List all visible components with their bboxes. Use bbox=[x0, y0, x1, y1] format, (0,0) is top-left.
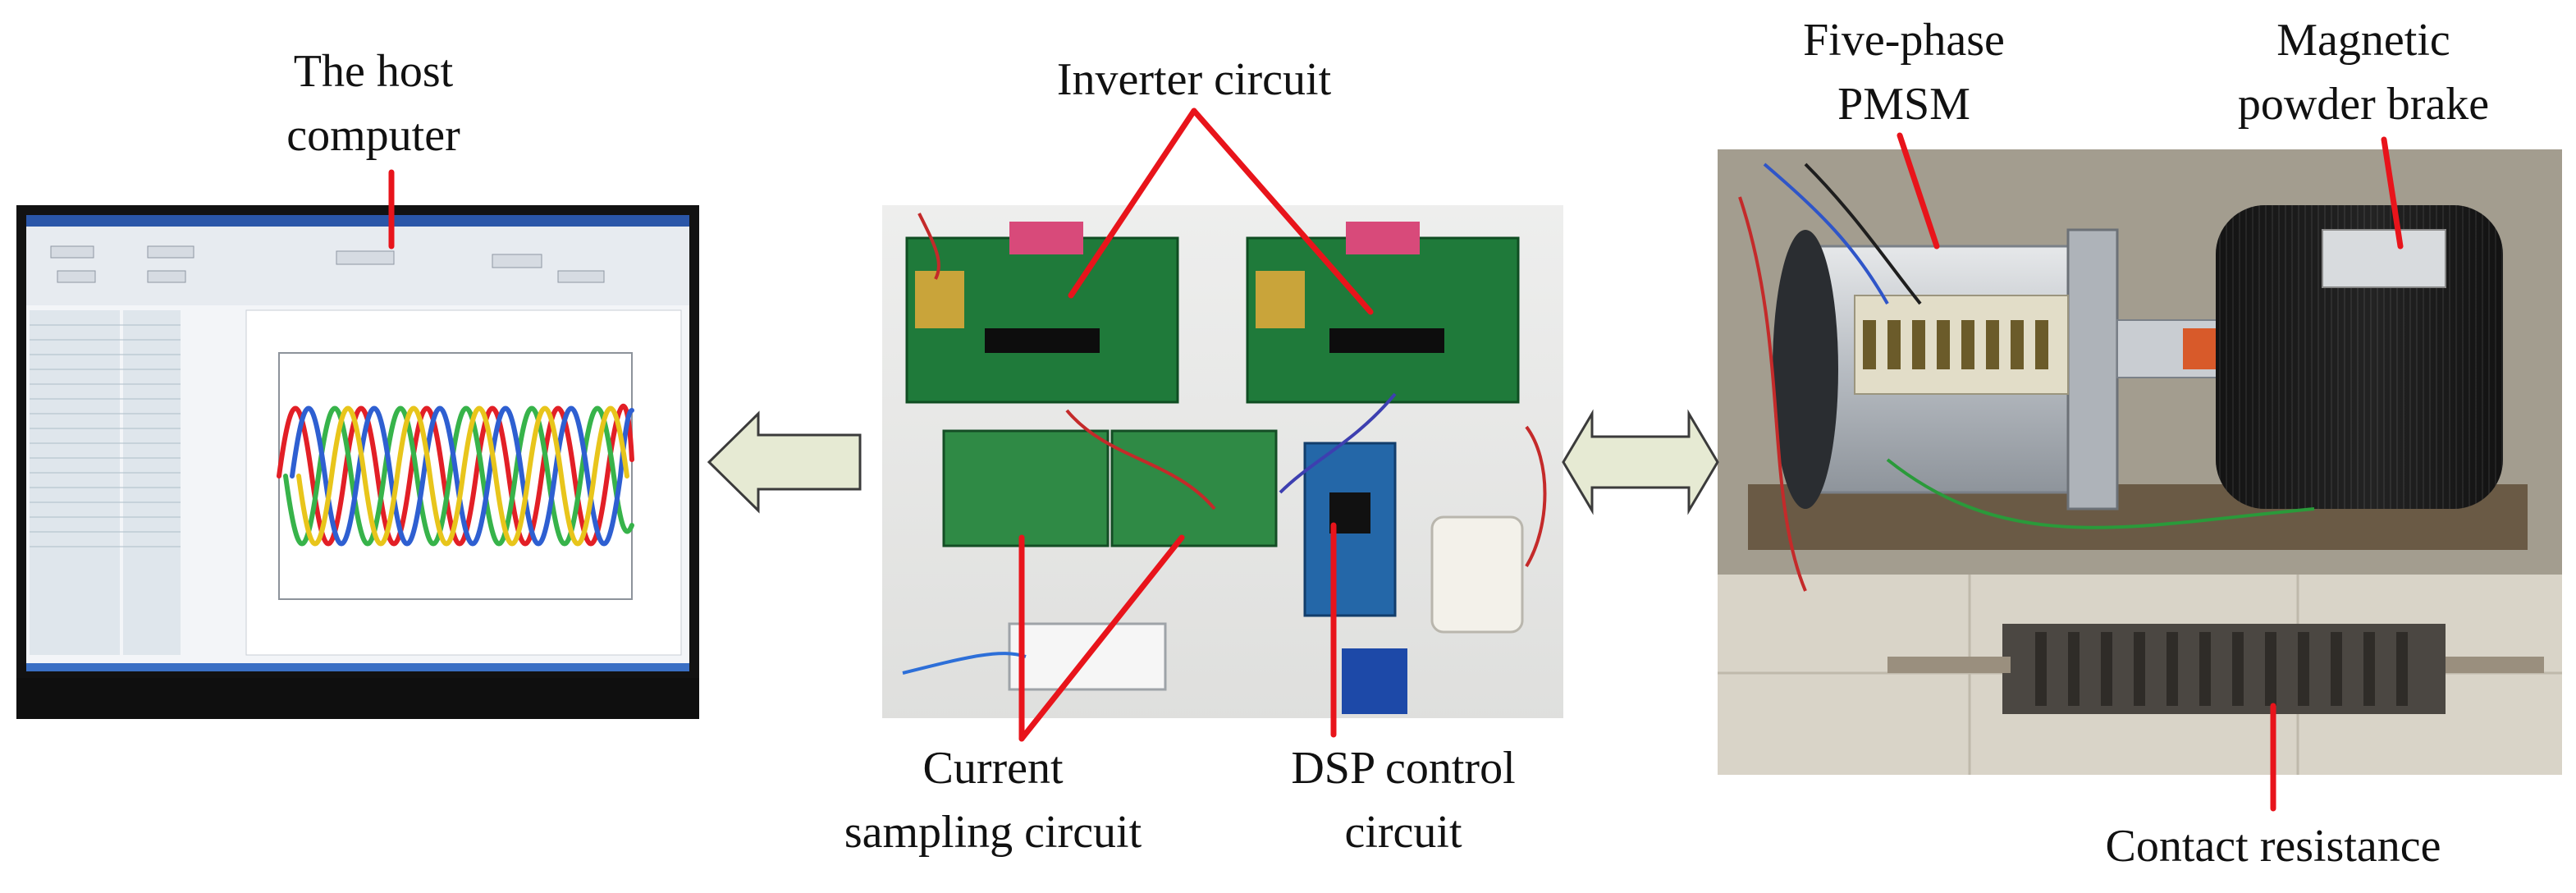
label-brake-line2: powder brake bbox=[2237, 79, 2490, 130]
callout-pmsm bbox=[1897, 132, 1940, 250]
label-inverter-text: Inverter circuit bbox=[1056, 54, 1332, 105]
callout-current-right bbox=[1018, 534, 1185, 742]
control-boards-photo bbox=[882, 205, 1563, 718]
label-contact-resistance: Contact resistance bbox=[2027, 814, 2519, 878]
host-computer-photo bbox=[16, 205, 699, 719]
label-five-phase-pmsm: Five-phase PMSM bbox=[1732, 8, 2076, 136]
callout-lines bbox=[388, 108, 2404, 812]
callout-inverter-left bbox=[1068, 108, 1197, 299]
callout-inverter-right bbox=[1191, 108, 1374, 315]
label-five-phase-line2: PMSM bbox=[1837, 79, 1970, 130]
label-current-line2: sampling circuit bbox=[844, 807, 1142, 858]
callout-brake bbox=[2381, 136, 2404, 250]
label-five-phase-line1: Five-phase bbox=[1803, 15, 2005, 66]
label-host-line1: The host bbox=[293, 46, 454, 97]
left-arrow bbox=[707, 410, 862, 514]
label-host-computer: The host computer bbox=[168, 39, 579, 167]
label-dsp-control-circuit: DSP control circuit bbox=[1239, 736, 1567, 864]
label-current-line1: Current bbox=[922, 743, 1064, 794]
label-dsp-line1: DSP control bbox=[1291, 743, 1516, 794]
label-host-line2: computer bbox=[286, 110, 460, 161]
label-inverter-circuit: Inverter circuit bbox=[964, 48, 1424, 112]
label-dsp-line2: circuit bbox=[1344, 807, 1462, 858]
motor-bench-photo bbox=[1718, 149, 2562, 775]
label-brake-line1: Magnetic bbox=[2276, 15, 2450, 66]
label-contact-text: Contact resistance bbox=[2105, 821, 2441, 872]
label-current-sampling-circuit: Current sampling circuit bbox=[780, 736, 1206, 864]
label-magnetic-powder-brake: Magnetic powder brake bbox=[2158, 8, 2569, 136]
double-arrow bbox=[1562, 409, 1719, 515]
